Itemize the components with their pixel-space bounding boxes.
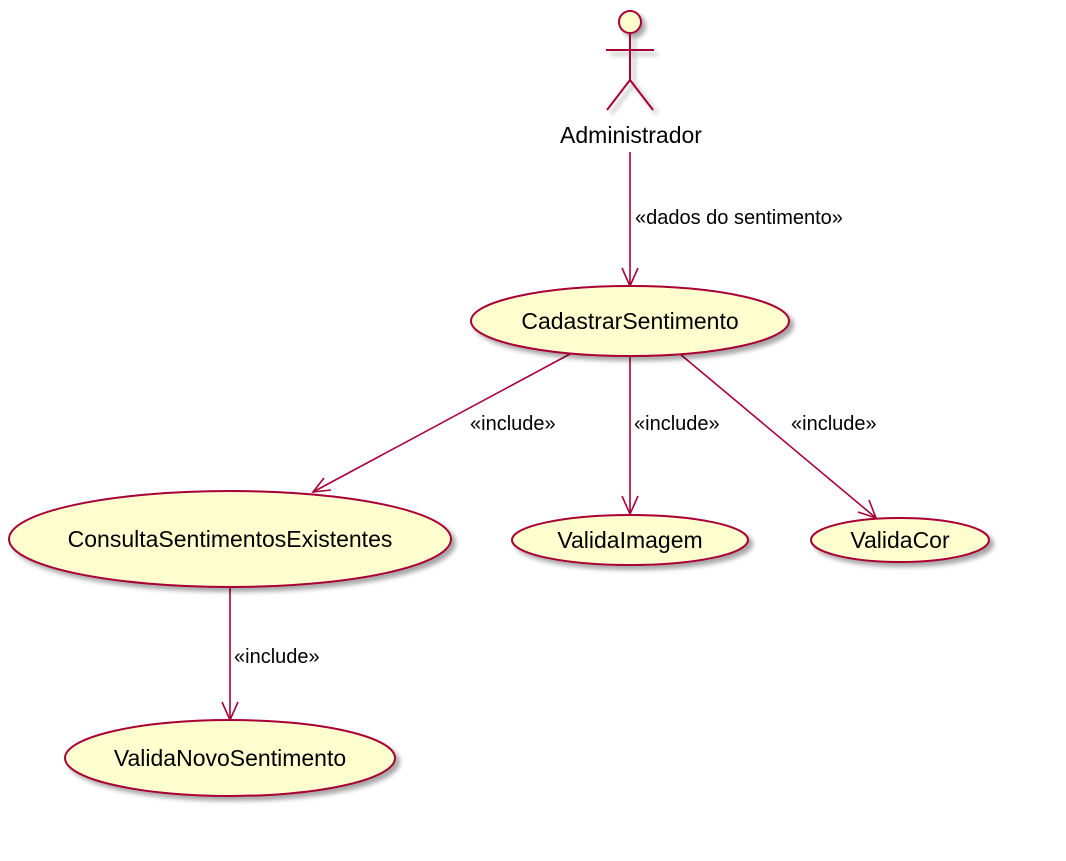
relation-cadastrar-to-consulta: «include»: [311, 353, 571, 494]
relation-label: «include»: [234, 646, 320, 668]
use-case-label: ValidaNovoSentimento: [114, 745, 346, 771]
use-case-valida-cor: ValidaCor: [810, 517, 990, 563]
use-case-cadastrar-sentimento: CadastrarSentimento: [470, 285, 790, 357]
use-case-valida-novo-sentimento: ValidaNovoSentimento: [64, 719, 396, 797]
stick-figure-actor-icon: [606, 10, 654, 111]
use-case-consulta-sentimentos-existentes: ConsultaSentimentosExistentes: [8, 490, 452, 588]
relation-label: «include»: [634, 413, 720, 435]
arrowhead-icon: [311, 477, 332, 494]
relation-actor-to-cadastrar: «dados do sentimento»: [621, 152, 843, 288]
use-case-label: CadastrarSentimento: [521, 308, 738, 334]
relation-label: «include»: [470, 413, 556, 435]
use-case-label: ValidaCor: [850, 527, 950, 553]
actor-name-label: Administrador: [560, 122, 702, 148]
actor-administrador: Administrador: [560, 10, 702, 148]
use-case-label: ConsultaSentimentosExistentes: [68, 526, 393, 552]
relation-label: «include»: [791, 413, 877, 435]
use-case-valida-imagem: ValidaImagem: [511, 514, 749, 566]
relation-consulta-to-valida-novo: «include»: [221, 588, 320, 722]
relation-cadastrar-to-valida-cor: «include»: [679, 353, 878, 520]
relation-cadastrar-to-valida-imagem: «include»: [621, 357, 720, 516]
use-case-label: ValidaImagem: [557, 527, 702, 553]
relation-label: «dados do sentimento»: [635, 207, 843, 229]
